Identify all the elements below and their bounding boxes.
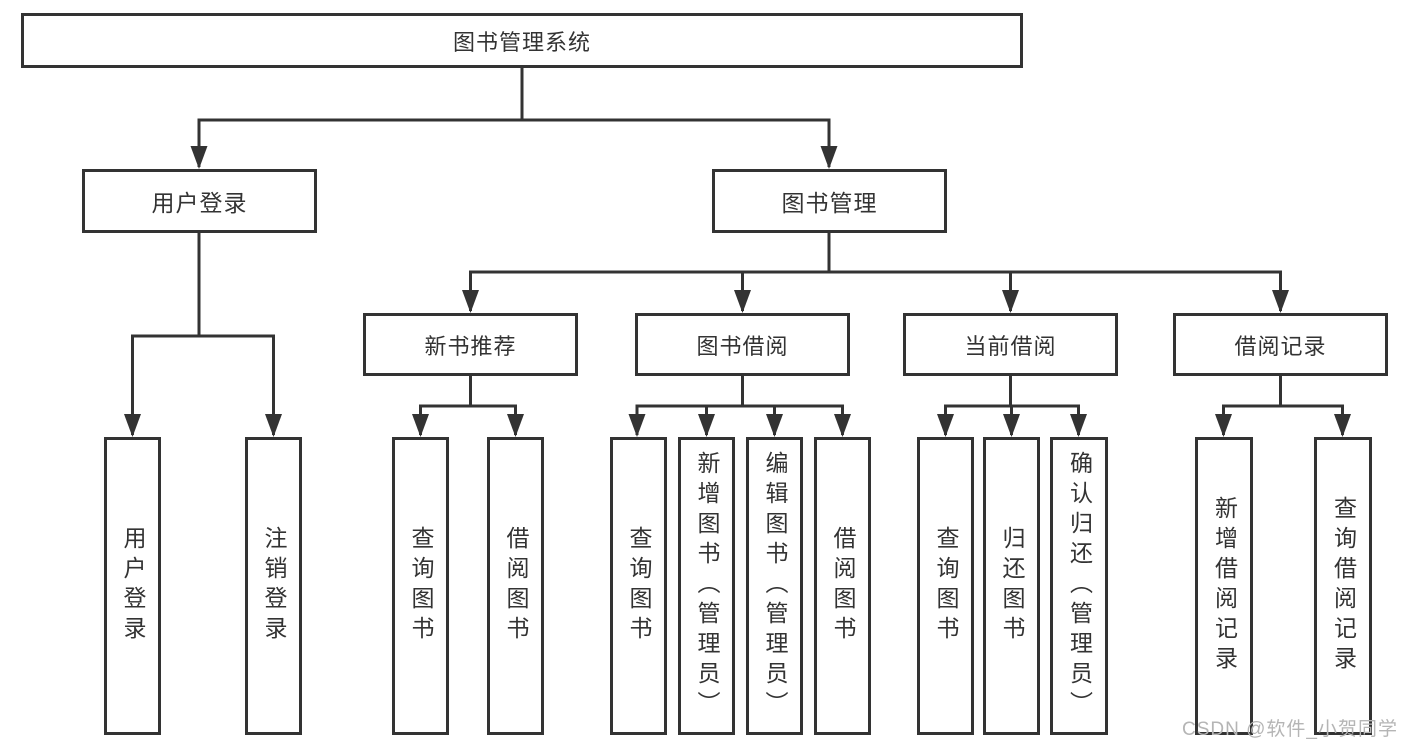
leaf-confirm-return-admin: 确认归还（管理员） [1050,437,1108,735]
leaf-user-login: 用户登录 [104,437,161,735]
node-borrow-records: 借阅记录 [1173,313,1388,376]
node-user-login: 用户登录 [82,169,317,233]
leaf-query-borrow-record: 查询借阅记录 [1314,437,1372,735]
node-root: 图书管理系统 [21,13,1023,68]
leaf-logout: 注销登录 [245,437,302,735]
leaf-return-book: 归还图书 [983,437,1040,735]
node-book-borrow: 图书借阅 [635,313,850,376]
node-new-book-recommend: 新书推荐 [363,313,578,376]
leaf-query-books-current: 查询图书 [917,437,974,735]
node-current-borrow: 当前借阅 [903,313,1118,376]
node-book-management: 图书管理 [712,169,947,233]
leaf-query-books-borrow: 查询图书 [610,437,667,735]
leaf-add-book-admin: 新增图书（管理员） [678,437,735,735]
leaf-query-books-recommend: 查询图书 [392,437,449,735]
leaf-borrow-books-2: 借阅图书 [814,437,871,735]
leaf-add-borrow-record: 新增借阅记录 [1195,437,1253,735]
leaf-edit-book-admin: 编辑图书（管理员） [746,437,803,735]
leaf-borrow-books-recommend: 借阅图书 [487,437,544,735]
csdn-watermark: CSDN @软件_小贺同学 [1182,719,1398,740]
